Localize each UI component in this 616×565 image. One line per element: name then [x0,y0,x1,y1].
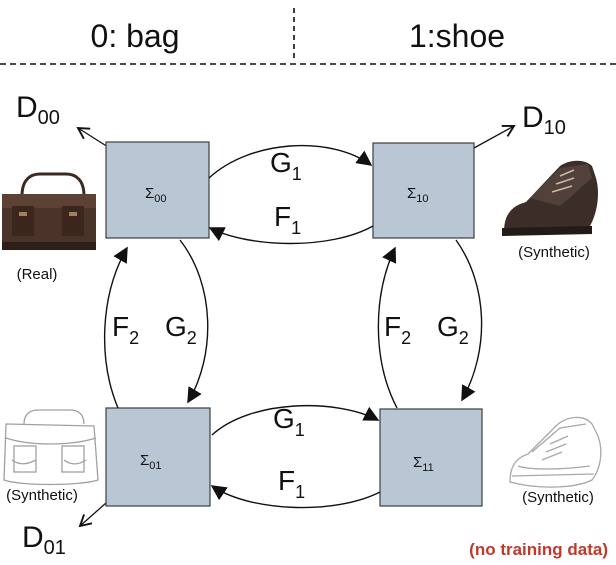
edge-bottom-f1 [210,485,381,509]
node-sigma-00: Σ00 [105,141,210,239]
edge-top-g1 [208,144,373,179]
edge-bottom-f1-label: F1 [278,465,305,502]
node-sigma-10: Σ10 [372,142,475,239]
bag-sketch-icon [3,409,99,486]
edge-bottom-g1-label: G1 [273,403,305,440]
discriminator-d00: D00 [16,91,60,129]
node-sigma-10-label: Σ10 [407,185,429,205]
edge-top-f1 [208,225,374,245]
node-sigma-01: Σ01 [105,407,211,507]
domain-label-shoe: 1:shoe [409,18,505,54]
header: 0: bag 1:shoe [0,8,616,65]
discriminator-d01: D01 [22,521,66,559]
edge-right-g2-label: G2 [437,311,469,348]
edge-left-g2 [179,239,209,404]
edge-top-f1-label: F1 [274,201,301,238]
arrow-to-d00 [76,126,109,148]
node-sigma-11: Σ11 [379,408,483,507]
edge-bottom-g1 [211,404,380,436]
edge-left-g2-label: G2 [165,311,197,348]
edge-left-f2-label: F2 [112,311,139,348]
no-training-data-note: (no training data) [469,540,608,559]
node-sigma-00-label: Σ00 [145,185,167,205]
edge-right-f2-label: F2 [384,311,411,348]
edge-left-f2 [103,246,128,409]
arrow-to-d10 [473,124,516,149]
edge-right-g2 [455,239,483,402]
node-sigma-01-label: Σ01 [140,452,162,472]
caption-bag-real: (Real) [17,266,58,283]
caption-shoe-synthetic: (Synthetic) [518,244,590,261]
caption-bag-synthetic: (Synthetic) [6,487,78,504]
shoe-real-icon [502,160,598,236]
domain-label-bag: 0: bag [91,18,180,54]
bag-real-icon [2,172,96,250]
edge-right-f2 [377,246,398,409]
discriminator-d10: D10 [522,101,566,139]
arrow-to-d01 [78,502,107,528]
node-sigma-11-label: Σ11 [413,454,434,474]
edge-top-g1-label: G1 [270,147,302,184]
caption-shoe-sketch-synthetic: (Synthetic) [522,489,594,506]
shoe-sketch-icon [509,416,602,488]
